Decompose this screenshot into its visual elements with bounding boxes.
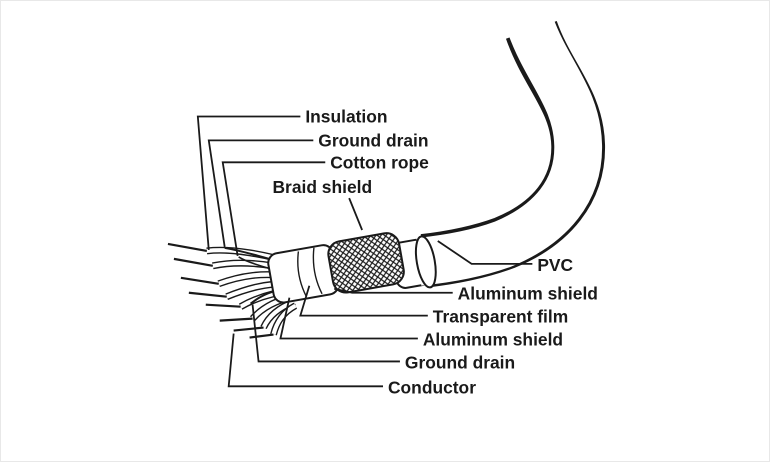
leader-aluminum-shield-outer [334,287,453,294]
cable-drawing [167,16,606,339]
leader-aluminum-shield-inner [279,297,418,340]
leader-ground-drain-top [207,139,314,248]
leader-lines [196,115,533,388]
labels: Insulation Ground drain Cotton rope Brai… [272,106,597,397]
bare-conductor-tip [249,333,274,339]
leader-pvc [437,240,533,265]
label-ground-drain-bottom: Ground drain [405,352,515,372]
label-insulation: Insulation [305,106,387,126]
leader-conductor [227,333,384,388]
jacket-cut-face [414,235,437,289]
braid-shield-section [327,232,405,294]
leader-insulation [196,115,301,250]
inner-shield-section [267,244,340,304]
leader-ground-drain-bottom [251,304,400,363]
pvc-jacket [414,16,606,289]
leader-transparent-film [299,285,428,317]
insulated-wire [249,302,298,339]
bare-conductor-tip [233,326,264,332]
label-aluminum-shield-inner: Aluminum shield [423,330,563,350]
bare-conductor-tip [205,303,241,308]
bare-conductor-tip [173,257,213,267]
label-transparent-film: Transparent film [433,307,568,327]
bare-conductor-tip [219,317,253,322]
bare-conductor-tip [167,242,207,252]
insulated-wire [233,298,296,332]
label-pvc: PVC [537,255,573,275]
label-aluminum-shield-outer: Aluminum shield [458,284,598,304]
bare-conductor-tip [180,276,219,285]
layer-boundary-line [312,247,323,295]
label-cotton-rope: Cotton rope [330,152,429,172]
label-braid-shield: Braid shield [272,177,372,197]
leader-braid-shield [348,197,363,231]
leader-cotton-rope [221,161,326,257]
label-ground-drain-top: Ground drain [318,130,428,150]
bare-conductor-tip [188,291,227,298]
label-conductor: Conductor [388,377,476,397]
layer-boundary-line [297,251,307,297]
